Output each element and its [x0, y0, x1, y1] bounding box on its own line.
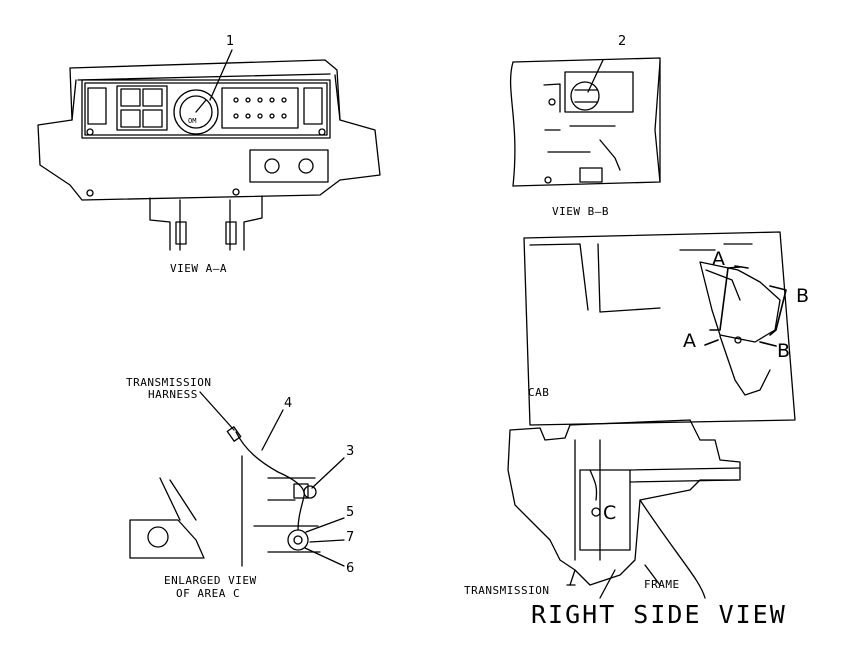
- section-mark-c: C: [603, 502, 617, 524]
- section-mark-a-top: A: [712, 248, 725, 270]
- right-side-view-title: RIGHT SIDE VIEW: [531, 600, 787, 629]
- gauge-text: OM: [188, 117, 197, 125]
- harness-label-line2: HARNESS: [148, 388, 198, 401]
- harness-label-line1: TRANSMISSION: [126, 376, 212, 389]
- callout-2: 2: [618, 34, 627, 49]
- callout-6: 6: [346, 561, 355, 576]
- section-mark-b-bottom: B: [777, 340, 791, 362]
- enlarged-view-label-line1: ENLARGED VIEW: [164, 574, 257, 587]
- cab-drawing: [524, 232, 795, 425]
- callout-1: 1: [226, 34, 235, 49]
- callout-5: 5: [346, 505, 355, 520]
- callout-4: 4: [284, 396, 293, 411]
- callout-3: 3: [346, 444, 355, 459]
- transmission-drawing: [508, 420, 740, 598]
- enlarged-view-label-line2: OF AREA C: [176, 587, 241, 600]
- transmission-label: TRANSMISSION: [464, 584, 550, 597]
- section-mark-b-top: B: [796, 285, 810, 307]
- callout-7: 7: [346, 530, 355, 545]
- view-bb-drawing: [511, 58, 660, 186]
- view-aa-label: VIEW A–A: [170, 262, 227, 275]
- enlarged-view-drawing: [130, 392, 344, 566]
- section-mark-a-bottom: A: [683, 330, 696, 352]
- view-aa-drawing: [38, 50, 380, 250]
- view-bb-label: VIEW B–B: [552, 205, 609, 218]
- frame-label: FRAME: [644, 578, 680, 591]
- cab-label: CAB: [528, 386, 550, 399]
